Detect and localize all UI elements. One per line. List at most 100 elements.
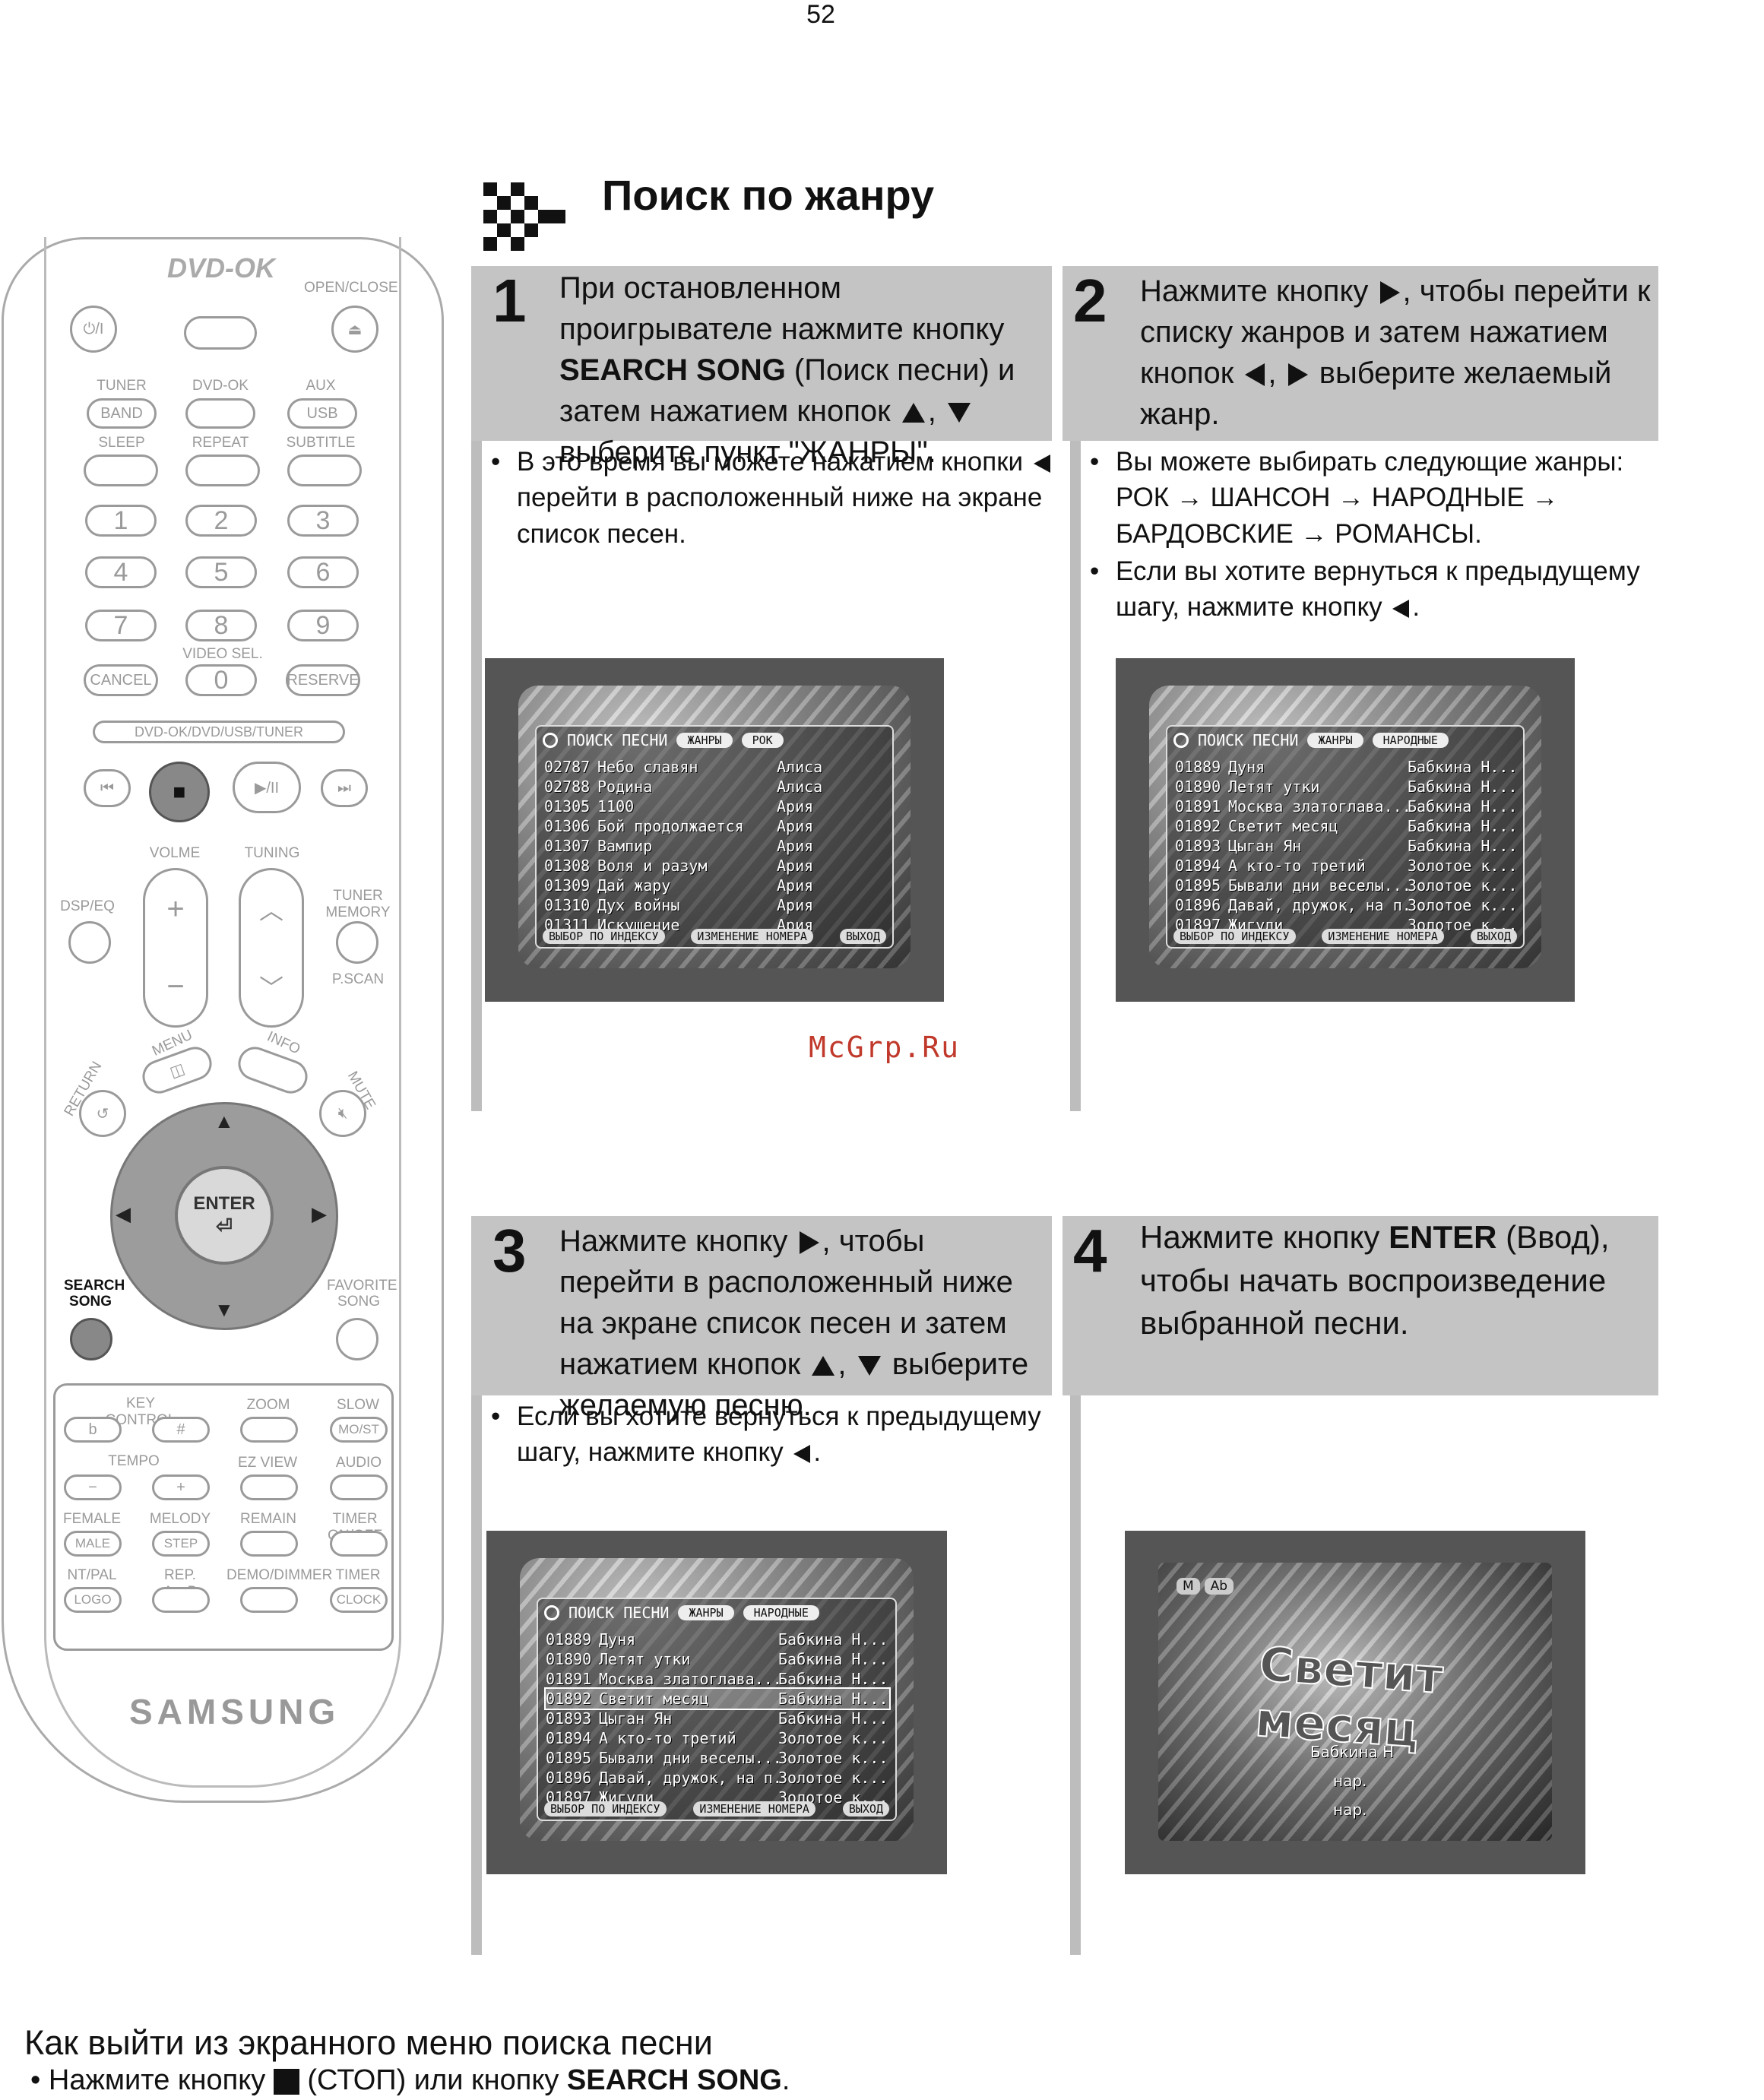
volume-rocker[interactable]: +− bbox=[143, 868, 208, 1028]
power-button[interactable]: ⏻/I bbox=[70, 306, 117, 353]
female-label: FEMALE bbox=[62, 1511, 122, 1527]
number-7-button[interactable]: 7 bbox=[85, 610, 157, 641]
song-number: 01306 bbox=[544, 817, 591, 835]
band-button[interactable]: BAND bbox=[87, 398, 157, 429]
ez-view-button[interactable] bbox=[240, 1474, 298, 1500]
clock-button[interactable]: CLOCK bbox=[330, 1587, 388, 1613]
number-6-button[interactable]: 6 bbox=[287, 556, 359, 588]
key-sharp-button[interactable]: # bbox=[152, 1417, 210, 1443]
footer-hint: ВЫБОР ПО ИНДЕКСУ bbox=[543, 929, 665, 944]
zoom-button[interactable] bbox=[240, 1417, 298, 1443]
number-9-button[interactable]: 9 bbox=[287, 610, 359, 641]
timer-onoff-button[interactable] bbox=[330, 1531, 388, 1557]
step-button[interactable]: STEP bbox=[152, 1531, 210, 1557]
number-3-button[interactable]: 3 bbox=[287, 505, 359, 537]
song-title: А кто-то третий bbox=[599, 1729, 736, 1747]
number-5-button[interactable]: 5 bbox=[185, 556, 257, 588]
enter-button[interactable]: ENTER ⏎ bbox=[175, 1166, 274, 1265]
remote-outline bbox=[2, 237, 444, 1803]
demo-dimmer-button[interactable] bbox=[240, 1587, 298, 1613]
key-flat-button[interactable]: b bbox=[64, 1417, 122, 1443]
previous-button[interactable]: ⏮ bbox=[84, 769, 131, 807]
number-2-button[interactable]: 2 bbox=[185, 505, 257, 537]
list-item: Если вы хотите вернуться к предыдущему ш… bbox=[1090, 553, 1675, 626]
usb-button[interactable]: USB bbox=[287, 398, 357, 429]
number-1-button[interactable]: 1 bbox=[85, 505, 157, 537]
nav-left-icon[interactable]: ◀ bbox=[116, 1202, 131, 1225]
search-song-label: SEARCH SONG bbox=[64, 1278, 125, 1310]
down-arrow-icon bbox=[948, 403, 971, 423]
repeat-button[interactable] bbox=[185, 455, 260, 486]
play-pause-button[interactable]: ▶/II bbox=[233, 762, 301, 813]
logo-button[interactable]: LOGO bbox=[64, 1587, 122, 1613]
nav-up-icon[interactable]: ▲ bbox=[214, 1110, 234, 1132]
favorite-song-button[interactable] bbox=[336, 1318, 378, 1360]
panel-header: ПОИСК ПЕСНИ ЖАНРЫ НАРОДНЫЕ bbox=[544, 1604, 819, 1622]
tuner-memory-button[interactable] bbox=[336, 921, 378, 964]
most-button[interactable]: MO/ST bbox=[330, 1417, 388, 1443]
exit-menu-heading: Как выйти из экранного меню поиска песни bbox=[24, 2023, 713, 2062]
reserve-button[interactable]: RESERVE bbox=[286, 664, 360, 696]
remain-button[interactable] bbox=[240, 1531, 298, 1557]
tuning-rocker[interactable]: ︿﹀ bbox=[239, 868, 304, 1028]
number-8-button[interactable]: 8 bbox=[185, 610, 257, 641]
song-number: 01892 bbox=[1175, 817, 1221, 835]
return-button[interactable]: ↺ bbox=[79, 1090, 126, 1137]
tuner-memory-label: TUNER MEMORY bbox=[325, 888, 391, 920]
nav-down-icon[interactable]: ▼ bbox=[214, 1298, 234, 1321]
number-0-button[interactable]: 0 bbox=[185, 664, 257, 696]
dsp-eq-button[interactable] bbox=[68, 921, 111, 964]
mute-button[interactable]: 🔇︎ bbox=[319, 1090, 366, 1137]
song-number: 01889 bbox=[546, 1630, 592, 1649]
dvdok-button[interactable] bbox=[185, 398, 255, 429]
next-button[interactable]: ⏭ bbox=[321, 769, 368, 807]
subtitle-button[interactable] bbox=[287, 455, 362, 486]
footer-hint: ВЫХОД bbox=[842, 1801, 889, 1817]
search-song-button[interactable] bbox=[70, 1318, 112, 1360]
song-number: 01894 bbox=[546, 1729, 592, 1747]
rep-ab-button[interactable] bbox=[152, 1587, 210, 1613]
sleep-button[interactable] bbox=[84, 455, 158, 486]
eject-button[interactable]: ⏏ bbox=[331, 306, 378, 353]
song-number: 01890 bbox=[1175, 778, 1221, 796]
step-3-text-b: , чтобы перейти в расположенный ниже на … bbox=[559, 1224, 1013, 1381]
tempo-down-button[interactable]: − bbox=[64, 1474, 122, 1500]
number-4-button[interactable]: 4 bbox=[85, 556, 157, 588]
subtitle-label: SUBTITLE bbox=[286, 435, 356, 451]
stop-button[interactable]: ■ bbox=[149, 762, 210, 822]
male-button[interactable]: MALE bbox=[64, 1531, 122, 1557]
nav-right-icon[interactable]: ▶ bbox=[312, 1202, 327, 1225]
timer-label: TIMER bbox=[335, 1567, 381, 1583]
audio-button[interactable] bbox=[330, 1474, 388, 1500]
pscan-label: P.SCAN bbox=[331, 971, 385, 987]
step-1-text-a: При остановленном проигрывателе нажмите … bbox=[559, 271, 1005, 346]
tempo-up-button[interactable]: + bbox=[152, 1474, 210, 1500]
cancel-button[interactable]: CANCEL bbox=[84, 664, 158, 696]
step-2-text-b: , чтобы перейти к списку жанров и затем … bbox=[1140, 274, 1651, 390]
